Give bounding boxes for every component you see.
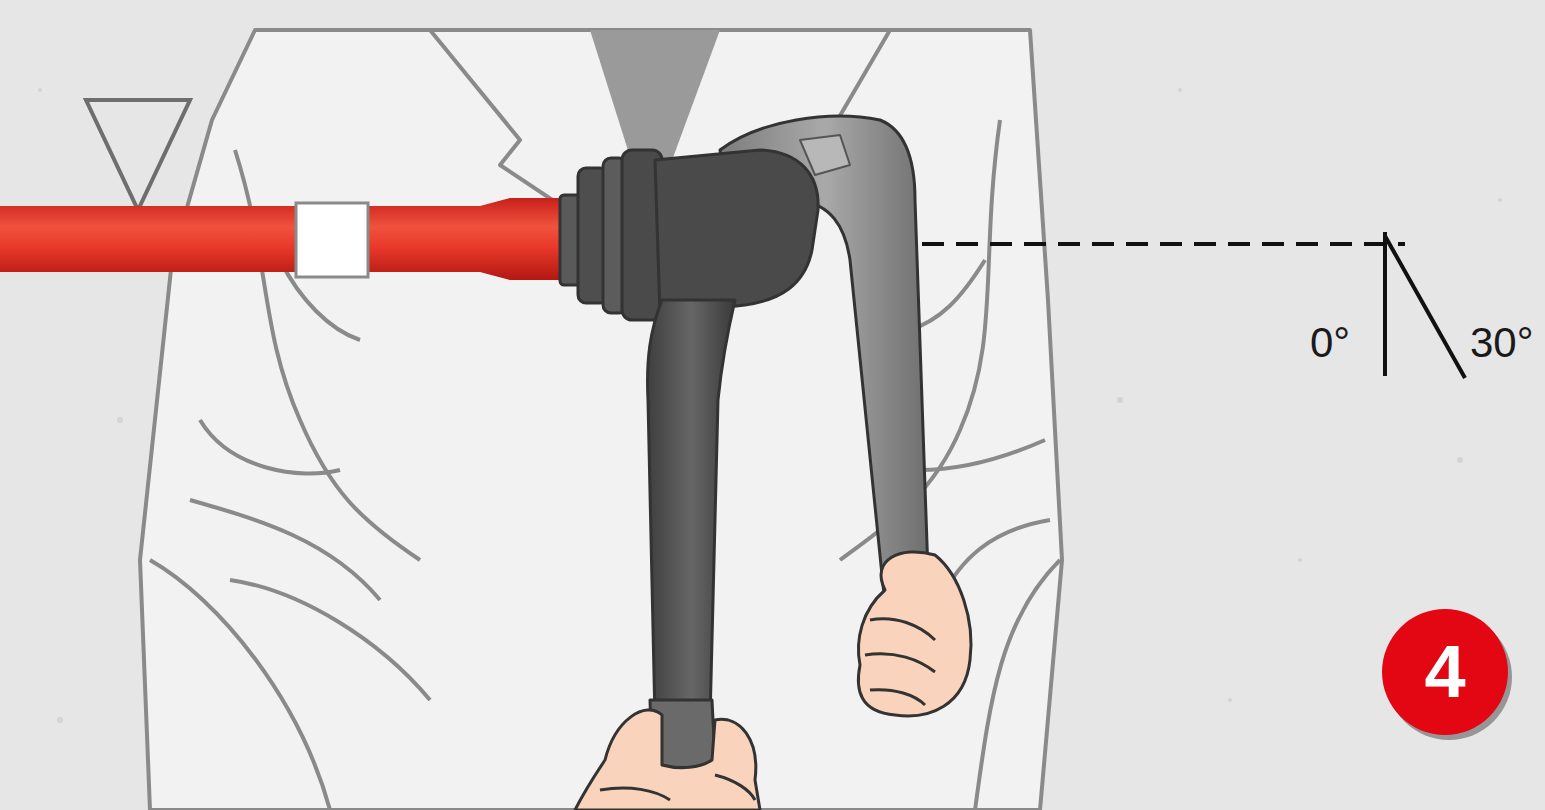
callout-number: 4 (1424, 635, 1465, 709)
angle-label: 0° (1310, 322, 1350, 364)
hands (575, 552, 971, 810)
callout-badge: 4 (1382, 609, 1508, 735)
person-shirt (140, 30, 1062, 810)
reference-line (922, 242, 1405, 246)
angle-label: 30° (1470, 322, 1534, 364)
angle-indicator (1385, 232, 1465, 378)
badge-fill (1382, 609, 1508, 735)
pipe-marker (296, 203, 368, 277)
red-pipe (0, 198, 565, 280)
level-symbol (86, 100, 190, 210)
